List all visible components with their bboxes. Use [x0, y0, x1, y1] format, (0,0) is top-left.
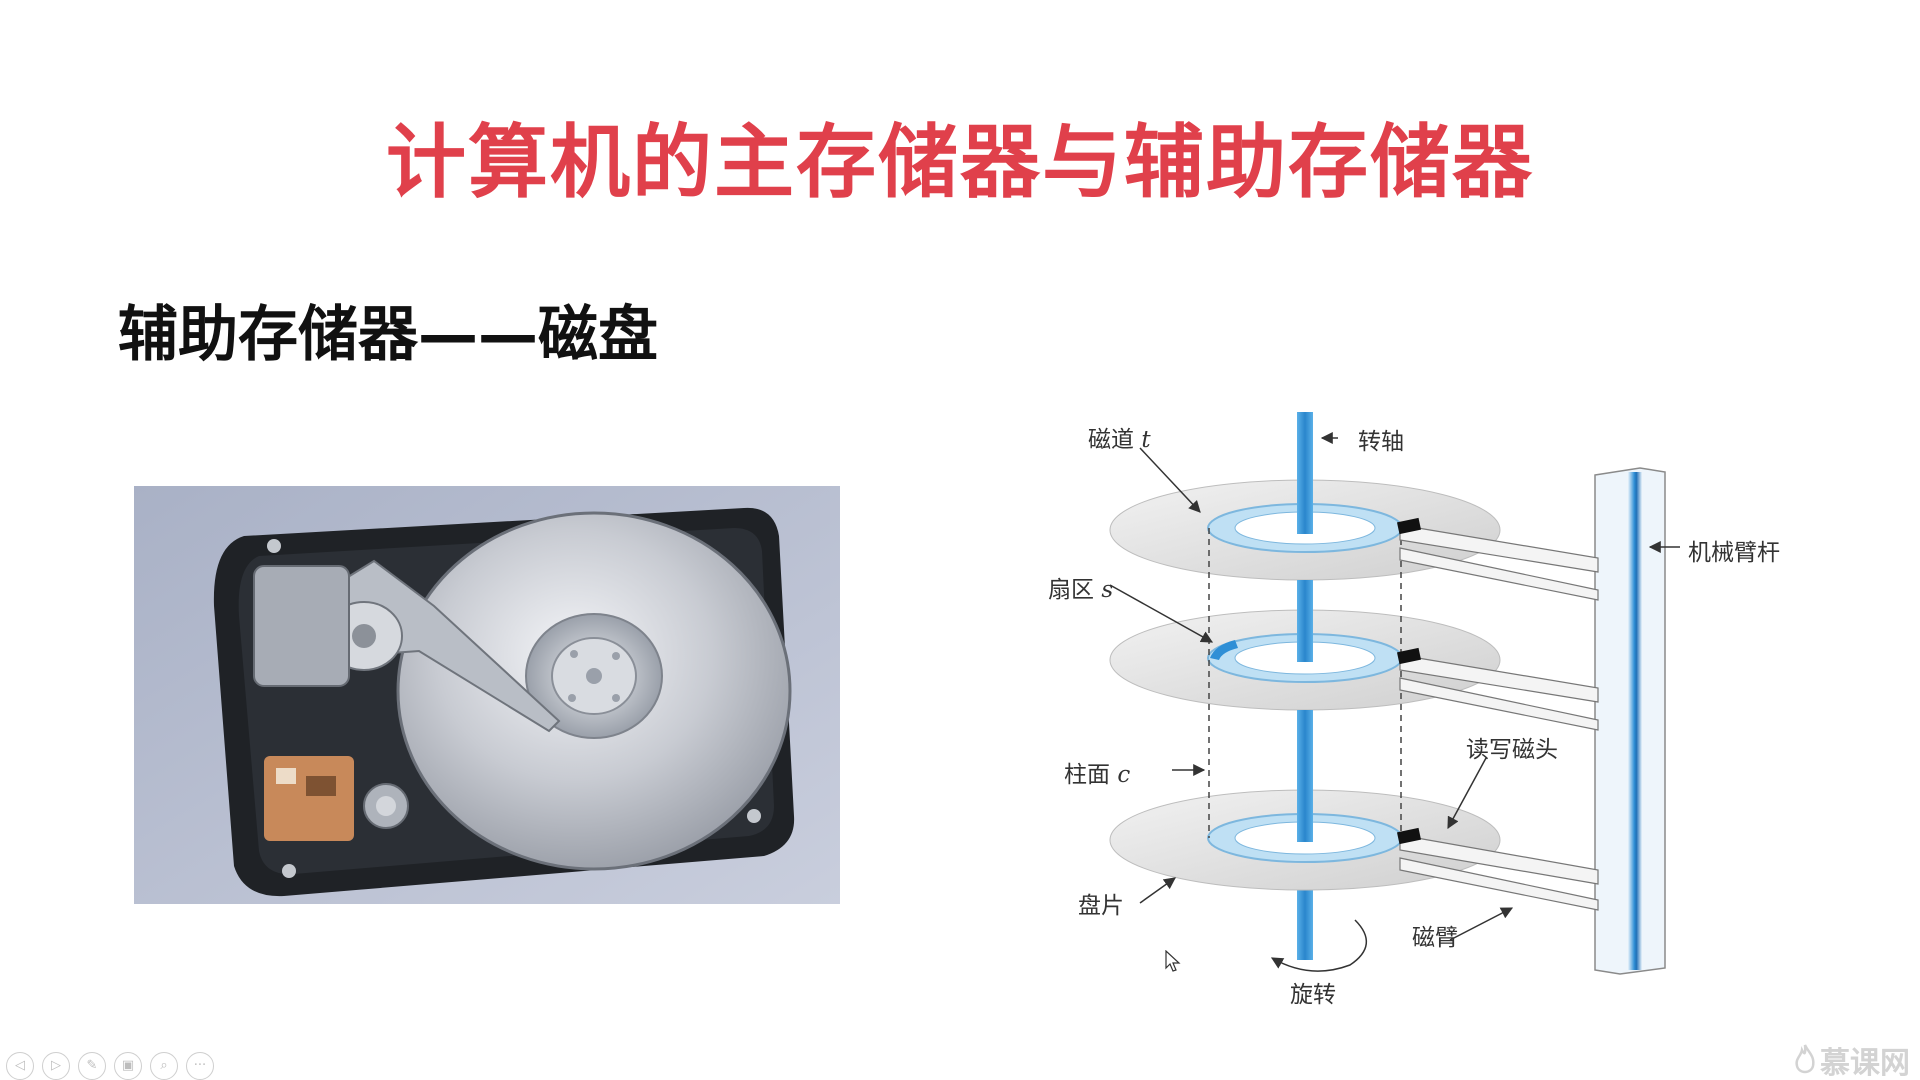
watermark-text: 慕课网 [1820, 1046, 1910, 1080]
zoom-icon: ⌕ [160, 1058, 168, 1073]
slide-title: 计算机的主存储器与辅助存储器 [386, 116, 1534, 209]
next-slide-button[interactable]: ▷ [42, 1052, 70, 1080]
next-icon: ▷ [51, 1058, 61, 1073]
label-spindle: 转轴 [1358, 429, 1404, 455]
slide-subtitle: 辅助存储器——磁盘 [118, 300, 658, 370]
slides-icon: ▣ [121, 1058, 135, 1073]
flame-icon [1795, 1044, 1815, 1074]
slides-button[interactable]: ▣ [114, 1052, 142, 1080]
label-rotate: 旋转 [1290, 982, 1336, 1008]
label-head: 读写磁头 [1466, 737, 1558, 763]
hard-disk-photo [134, 486, 840, 904]
more-button[interactable]: ··· [186, 1052, 214, 1080]
mouse-cursor-icon [1165, 949, 1181, 976]
prev-slide-button[interactable]: ◁ [6, 1052, 34, 1080]
watermark: 慕课网 [1794, 1038, 1910, 1080]
label-track: 磁道 t [1088, 427, 1151, 453]
label-arm-rod: 机械臂杆 [1688, 540, 1780, 566]
platter-bottom [1109, 710, 1501, 891]
prev-icon: ◁ [15, 1058, 25, 1073]
presentation-toolbar: ◁ ▷ ✎ ▣ ⌕ ··· [6, 1052, 214, 1080]
label-sector: 扇区 s [1048, 577, 1114, 603]
platter-top [1109, 412, 1501, 581]
label-arm: 磁臂 [1412, 925, 1458, 951]
zoom-button[interactable]: ⌕ [150, 1052, 178, 1080]
label-platter: 盘片 [1078, 893, 1124, 919]
label-cylinder: 柱面 c [1064, 762, 1131, 788]
disk-structure-diagram: 磁道 t 转轴 机械臂杆 扇区 s 柱面 c 读写磁头 盘片 磁臂 旋转 [1000, 400, 1840, 1020]
pen-button[interactable]: ✎ [78, 1052, 106, 1080]
more-icon: ··· [193, 1058, 207, 1073]
pen-icon: ✎ [86, 1058, 98, 1073]
